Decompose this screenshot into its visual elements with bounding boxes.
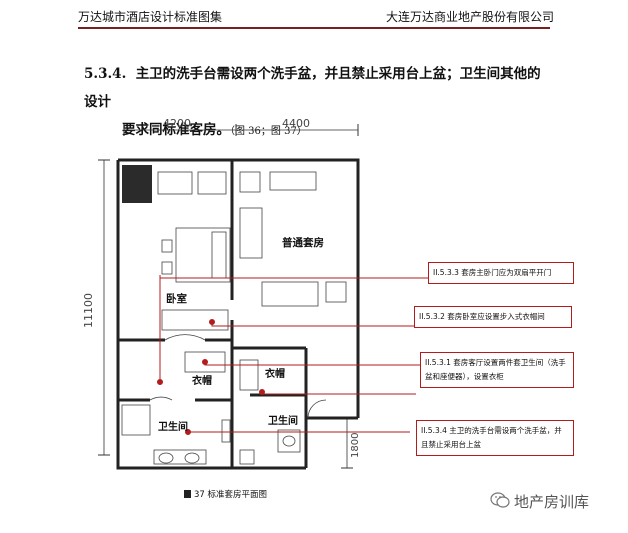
dim-top-left: 4200 [163,117,191,130]
dim-right-vertical: 1800 [350,433,361,458]
caption-text: 标准套房平面图 [207,490,268,500]
dim-left-vertical: 11100 [82,293,95,328]
note-1: II.5.3.3 套房主卧门应为双扇平开门 [428,262,574,284]
clause-number: 5.3.4. [84,66,127,82]
dim-top-right: 4400 [282,117,310,130]
room-standard-label: 普通套房 [282,236,324,249]
clause-text-line1: 主卫的洗手台需设两个洗手盆，并且禁止采用台上盆；卫生间其他的设计 [84,66,541,110]
wechat-icon [490,492,510,508]
room-closet-right-label: 衣帽 [265,367,285,380]
note-4: II.5.3.4 主卫的洗手台需设两个洗手盆，并且禁止采用台上盆 [416,420,574,456]
figure-caption: 37 标准套房平面图 [184,488,267,500]
room-bath-right-label: 卫生间 [268,414,298,427]
caption-figure-num: 37 [194,490,205,500]
watermark-text: 地产房训库 [514,493,590,511]
clause-figure-refs: （图 36；图 37） [230,126,307,137]
note-3: II.5.3.1 套房客厅设置两件套卫生间（洗手盆和座便器），设置衣柜 [420,352,574,388]
room-closet-left-label: 衣帽 [192,374,212,387]
header-right-title: 大连万达商业地产股份有限公司 [386,10,555,24]
header-rule [78,27,550,29]
header-left-title: 万达城市酒店设计标准图集 [78,10,223,24]
page-header: 万达城市酒店设计标准图集 大连万达商业地产股份有限公司 [0,0,628,30]
room-bedroom-label: 卧室 [166,292,187,305]
room-bath-left-label: 卫生间 [158,420,188,433]
note-2: II.5.3.2 套房卧室应设置步入式衣帽间 [414,306,572,328]
column-block [122,165,152,203]
clause-paragraph: 5.3.4. 主卫的洗手台需设两个洗手盆，并且禁止采用台上盆；卫生间其他的设计 … [84,60,554,146]
caption-marker [184,490,191,498]
